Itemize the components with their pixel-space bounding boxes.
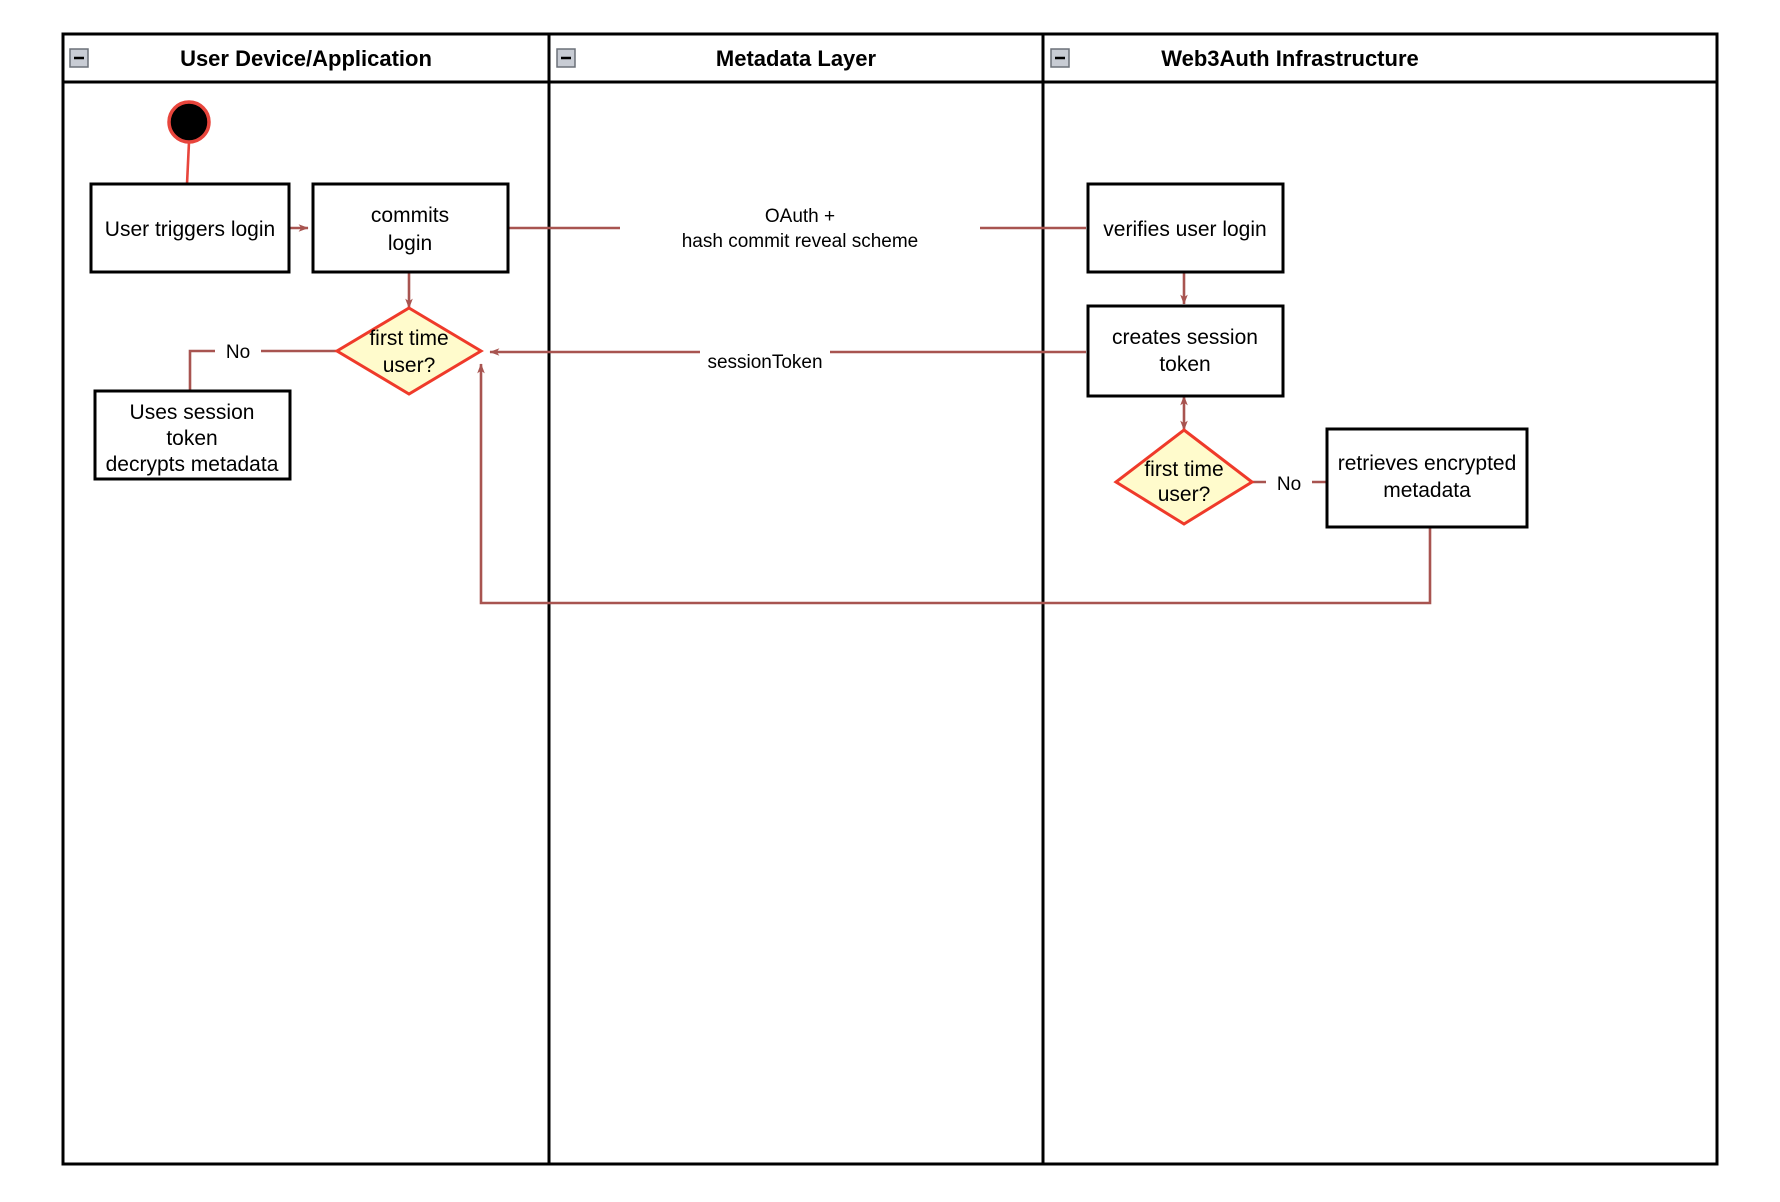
- lane-title-metadata: Metadata Layer: [716, 46, 877, 71]
- action-retrieves-encrypted-metadata[interactable]: retrieves encrypted metadata: [1325, 427, 1529, 529]
- action-verifies-user-login[interactable]: verifies user login: [1086, 182, 1285, 274]
- decision-label-line2: user?: [383, 354, 436, 377]
- edge-label-oauth-line1: OAuth +: [765, 206, 835, 227]
- edge-start-to-trigger: [185, 141, 191, 185]
- edge-label-no-right: No: [1266, 468, 1312, 496]
- edge-label-no-left: No: [215, 336, 261, 364]
- action-label-line1: Uses session: [130, 401, 255, 424]
- lane-title-user-device: User Device/Application: [180, 46, 432, 71]
- collapse-minus-icon[interactable]: [69, 48, 89, 68]
- edge-decision-no-left: [188, 349, 344, 391]
- decision-label-line2: user?: [1158, 483, 1211, 506]
- collapse-minus-icon[interactable]: [1050, 48, 1070, 68]
- action-label-line1: commits: [371, 204, 449, 227]
- action-label-line2: metadata: [1383, 479, 1471, 502]
- decision-label-line1: first time: [1144, 458, 1223, 481]
- action-label-line2: token: [1159, 353, 1210, 376]
- lane-header-user-device: [61, 32, 551, 84]
- decision-first-time-user-right[interactable]: first time user?: [1113, 428, 1255, 526]
- edge-label-oauth: OAuth + hash commit reveal scheme: [620, 200, 980, 258]
- action-user-triggers-login[interactable]: User triggers login: [89, 182, 291, 274]
- lane-title-web3auth: Web3Auth Infrastructure: [1161, 46, 1419, 71]
- svg-text:No: No: [226, 342, 250, 363]
- collapse-minus-icon[interactable]: [556, 48, 576, 68]
- action-label-line2: login: [388, 232, 432, 255]
- svg-text:No: No: [1277, 474, 1301, 495]
- action-label: User triggers login: [105, 218, 275, 241]
- action-label-line3: decrypts metadata: [106, 453, 279, 476]
- lane-header-metadata: [547, 32, 1045, 84]
- action-label-line2: token: [166, 427, 217, 450]
- edge-label-session-token: sessionToken: [700, 340, 830, 373]
- action-label-line1: retrieves encrypted: [1338, 452, 1517, 475]
- action-uses-session-token[interactable]: Uses session token decrypts metadata: [93, 389, 292, 481]
- action-label: verifies user login: [1103, 218, 1266, 241]
- edge-retrieves-back-to-decision-left: [477, 363, 1432, 605]
- action-commits-login[interactable]: commits login: [311, 182, 510, 274]
- svg-text:sessionToken: sessionToken: [707, 352, 822, 373]
- action-creates-session-token[interactable]: creates session token: [1086, 304, 1285, 398]
- lane-header-web3auth: [1041, 32, 1719, 84]
- initial-node[interactable]: [167, 100, 211, 144]
- decision-label-line1: first time: [369, 327, 448, 350]
- action-label-line1: creates session: [1112, 326, 1258, 349]
- edge-label-oauth-line2: hash commit reveal scheme: [682, 231, 919, 252]
- decision-first-time-user-left[interactable]: first time user?: [334, 306, 484, 396]
